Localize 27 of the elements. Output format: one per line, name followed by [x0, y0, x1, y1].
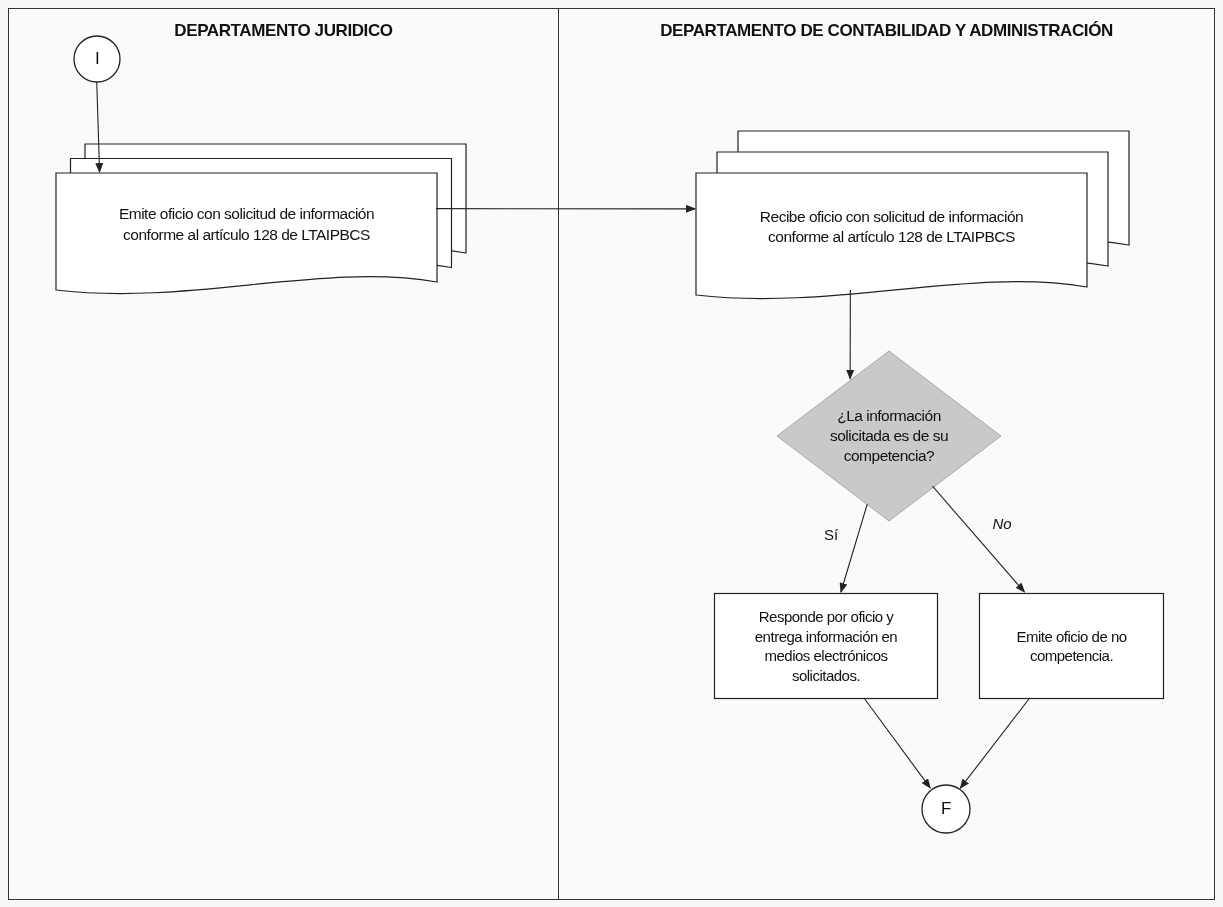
- edge-label: No: [992, 515, 1012, 533]
- step-text: Responde por oficio y entrega información en medios electrónicos solicitados.: [753, 607, 899, 685]
- terminator-label: I: [94, 47, 100, 70]
- arrow: [863, 697, 931, 789]
- arrow: [931, 485, 1026, 593]
- terminator-circle: [921, 784, 971, 834]
- step-text: Emite oficio de no competencia.: [1015, 626, 1128, 666]
- decision-text: ¿La información solicitada es de su competencia?: [829, 405, 949, 467]
- lane-heading: DEPARTAMENTO JURIDICO: [173, 21, 394, 41]
- edge-label: Sí: [824, 526, 839, 544]
- arrow: [435, 204, 696, 213]
- process-box: [979, 593, 1164, 699]
- arrow: [846, 289, 855, 380]
- arrow: [959, 697, 1031, 789]
- step-text: Recibe oficio con solicitud de información conforme al artículo 128 de LTAIPBCS: [758, 206, 1025, 247]
- multi-document-shape: [696, 131, 1129, 301]
- lane-heading: DEPARTAMENTO DE CONTABILIDAD Y ADMINISTRACIÓN: [659, 21, 1114, 41]
- swimlane: [8, 8, 559, 900]
- decision-diamond: [777, 351, 1001, 521]
- arrow: [839, 503, 868, 593]
- swimlane: [558, 8, 1215, 900]
- multi-document-shape: [56, 144, 466, 296]
- step-text: Emite oficio con solicitud de información conforme al artículo 128 de LTAIPBCS: [117, 204, 376, 245]
- terminator-label: F: [941, 797, 951, 820]
- terminator-circle: [73, 35, 121, 83]
- arrow: [95, 81, 104, 173]
- process-box: [714, 593, 938, 699]
